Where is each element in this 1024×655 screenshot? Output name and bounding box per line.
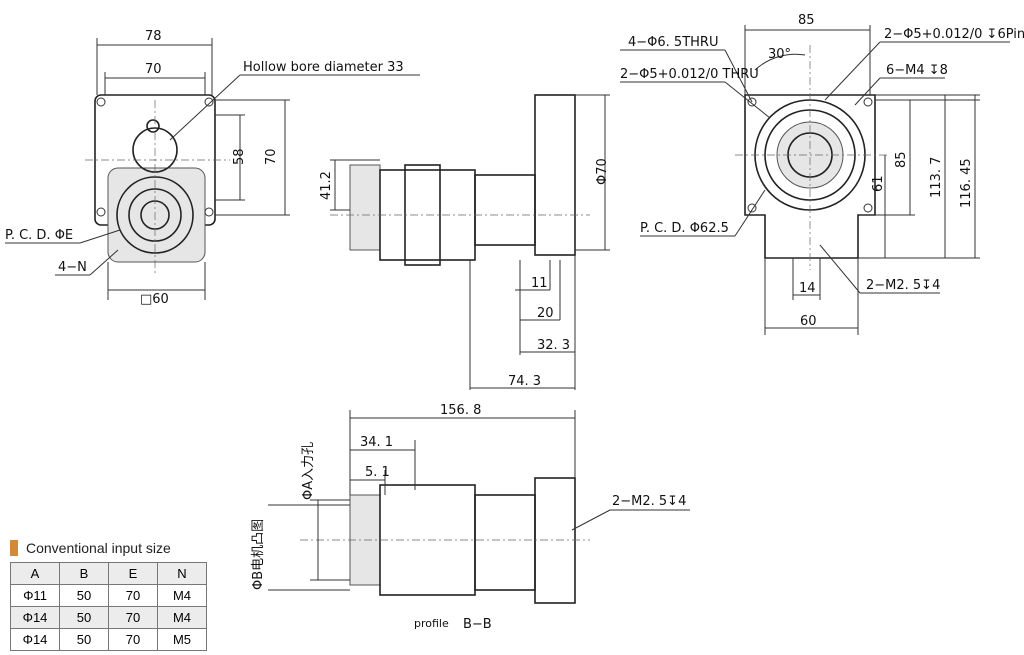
dim-85-height: 85	[894, 151, 909, 168]
header-b: B	[59, 562, 109, 585]
header-n: N	[157, 562, 207, 585]
cell: 50	[59, 628, 109, 651]
profile-label: profile	[414, 617, 449, 630]
header-a: A	[10, 562, 60, 585]
cell: 50	[59, 584, 109, 607]
dim-14: 14	[799, 281, 816, 296]
cell: M4	[157, 606, 207, 629]
cell: Φ14	[10, 606, 60, 629]
dim-85-width: 85	[798, 13, 815, 28]
dim-70-width: 70	[145, 62, 162, 77]
callout-6-m4: 6−M4 ↧8	[886, 63, 948, 78]
cell: 70	[108, 584, 158, 607]
cell: 50	[59, 606, 109, 629]
dim-square-60: □60	[140, 292, 169, 307]
side-view: 41.2 Φ70 11 20 32. 3 74. 3	[319, 94, 610, 390]
cell: 70	[108, 606, 158, 629]
input-hole-label: ΦA入力孔	[301, 442, 316, 500]
dim-74-3: 74. 3	[508, 374, 541, 389]
callout-2-phi-5-thru: 2−Φ5+0.012/0 THRU	[620, 67, 759, 82]
dim-5-1: 5. 1	[365, 465, 390, 480]
accent-bar	[10, 540, 18, 556]
dim-phi-70: Φ70	[595, 158, 610, 185]
callout-4-phi-6-5-thru: 4−Φ6. 5THRU	[628, 35, 718, 50]
dim-32-3: 32. 3	[537, 338, 570, 353]
cell: Φ14	[10, 628, 60, 651]
hollow-bore-label: Hollow bore diameter 33	[243, 60, 404, 75]
dim-58: 58	[232, 148, 247, 165]
dim-78: 78	[145, 29, 162, 44]
dim-116-45: 116. 45	[959, 158, 974, 208]
dim-70-height: 70	[264, 148, 279, 165]
cell: 70	[108, 628, 158, 651]
dim-11: 11	[531, 276, 548, 291]
cell: Φ11	[10, 584, 60, 607]
dim-34-1: 34. 1	[360, 435, 393, 450]
pcd-e-label: P. C. D. ΦE	[5, 228, 73, 243]
section-label: B−B	[463, 617, 492, 632]
cell: M4	[157, 584, 207, 607]
section-view: 156. 8 34. 1 5. 1 ΦA入力孔 ΦB电机凸图 2−M2. 5↧4…	[251, 403, 690, 632]
callout-2-phi-5-pin: 2−Φ5+0.012/0 ↧6Pin	[884, 27, 1024, 42]
dim-113-7: 113. 7	[929, 157, 944, 198]
rear-view: 85 30° 85 113. 7 116. 45 61 14 60 4−Φ6. …	[620, 13, 1024, 335]
front-view: 78 70 58 70 □60 Hollow bore diameter 33 …	[5, 29, 420, 307]
dim-30-deg: 30°	[768, 47, 791, 62]
cell: M5	[157, 628, 207, 651]
header-e: E	[108, 562, 158, 585]
dim-60: 60	[800, 314, 817, 329]
dim-156-8: 156. 8	[440, 403, 481, 418]
dim-41-2: 41.2	[319, 171, 334, 200]
table-heading: Conventional input size	[10, 540, 207, 556]
motor-boss-label: ΦB电机凸图	[251, 519, 266, 590]
table-title: Conventional input size	[26, 540, 171, 556]
n-label: 4−N	[58, 260, 87, 275]
dim-61: 61	[871, 175, 886, 192]
callout-2-m2-5: 2−M2. 5↧4	[866, 278, 940, 293]
callout-2-m2-5-section: 2−M2. 5↧4	[612, 494, 686, 509]
dim-20: 20	[537, 306, 554, 321]
callout-pcd-62-5: P. C. D. Φ62.5	[640, 221, 729, 236]
